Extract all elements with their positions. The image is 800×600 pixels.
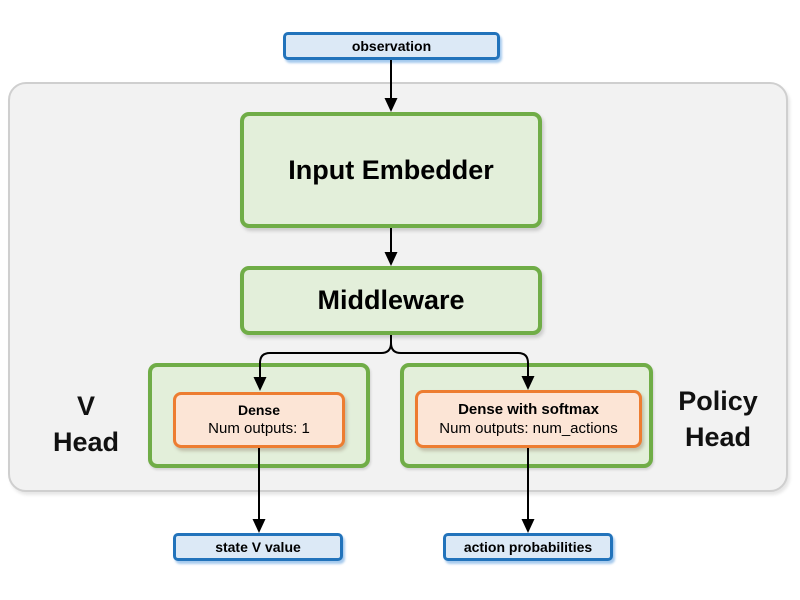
- policy-dense-subtitle: Num outputs: num_actions: [439, 420, 618, 437]
- state-v-value-node: state V value: [173, 533, 343, 561]
- policy-head-label: Policy Head: [660, 384, 776, 455]
- v-dense-title: Dense: [237, 402, 281, 419]
- observation-node: observation: [283, 32, 500, 60]
- v-head-label-line2: Head: [52, 426, 120, 457]
- input-embedder-node: Input Embedder: [240, 112, 542, 228]
- policy-dense-title: Dense with softmax: [458, 400, 599, 418]
- v-head-label-line1: V: [76, 391, 95, 421]
- action-probabilities-node: action probabilities: [443, 533, 613, 561]
- policy-dense-node: Dense with softmax Num outputs: num_acti…: [415, 390, 642, 448]
- middleware-node: Middleware: [240, 266, 542, 335]
- policy-head-label-line1: Policy: [678, 386, 758, 416]
- policy-head-label-line2: Head: [684, 421, 752, 452]
- v-dense-node: Dense Num outputs: 1: [173, 392, 345, 448]
- v-head-label: V Head: [30, 389, 142, 460]
- v-dense-subtitle: Num outputs: 1: [208, 420, 310, 438]
